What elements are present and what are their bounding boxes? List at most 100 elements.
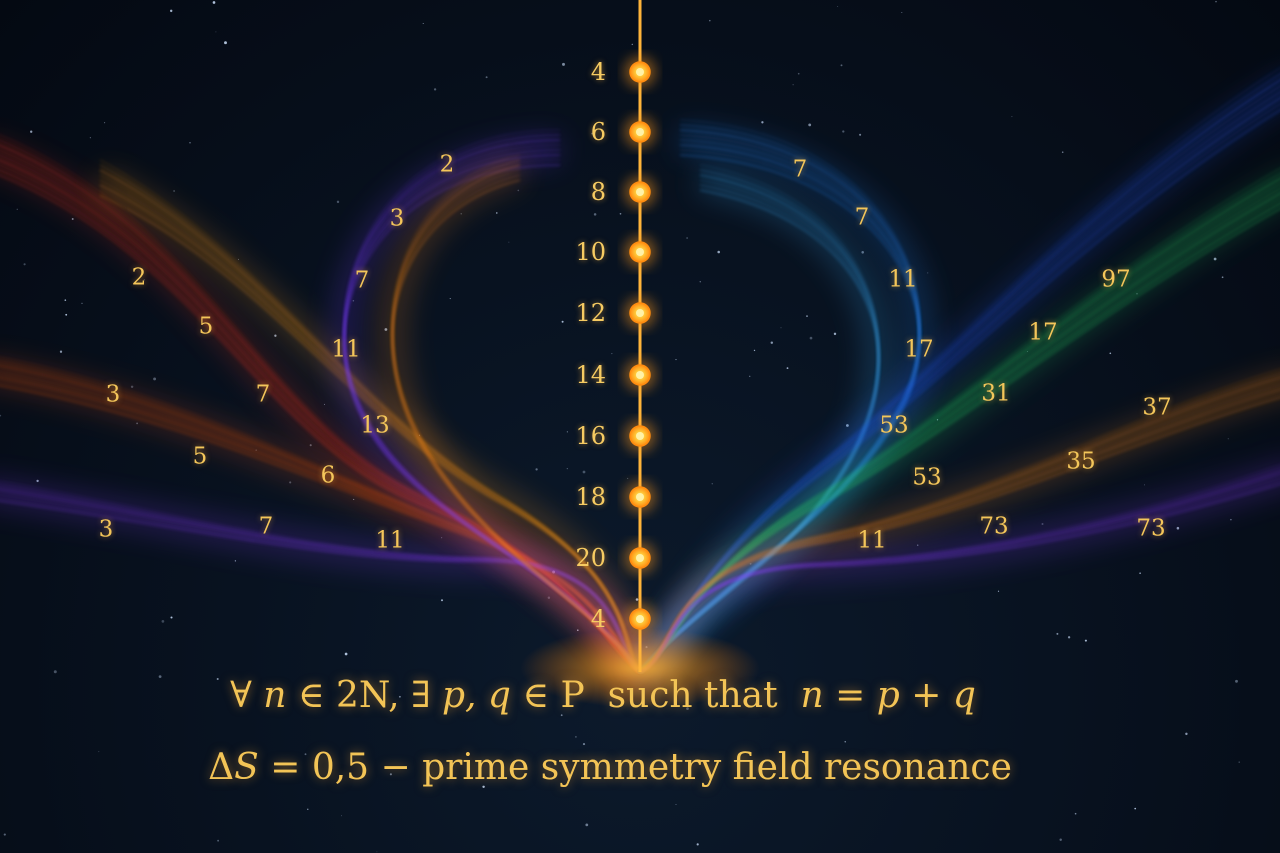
right-prime-label: 73: [1136, 515, 1166, 542]
star: [440, 599, 444, 602]
star: [65, 313, 68, 316]
star: [761, 121, 764, 124]
star: [449, 298, 451, 300]
star: [631, 43, 634, 46]
star: [344, 652, 348, 656]
star: [837, 6, 839, 8]
var-pq: p, q: [441, 675, 511, 716]
star: [170, 616, 173, 619]
resonance-formula: ΔS = 0,5 − prime symmetry field resonanc…: [0, 750, 1250, 786]
left-prime-label: 3: [105, 381, 121, 408]
star: [675, 359, 677, 361]
star: [496, 212, 498, 214]
star: [485, 76, 488, 79]
star: [1067, 636, 1071, 639]
left-prime-label: 11: [375, 527, 405, 554]
star: [336, 200, 340, 204]
star: [797, 72, 800, 75]
star: [1215, 0, 1217, 3]
var-n: n: [800, 675, 824, 716]
star: [1221, 276, 1224, 279]
right-prime-label: 53: [879, 412, 909, 439]
left-prime-label: 7: [354, 267, 370, 294]
star: [833, 332, 837, 336]
star: [460, 213, 462, 215]
axis-number-label: 4: [590, 605, 606, 633]
axis-number-label: 8: [590, 178, 606, 206]
strand-glow: [630, 167, 892, 681]
star: [23, 263, 26, 266]
star: [130, 385, 134, 389]
axis-node-core: [636, 248, 644, 256]
star: [161, 620, 165, 623]
star: [153, 377, 157, 381]
star: [806, 315, 808, 317]
axis-node-core: [636, 188, 644, 196]
left-prime-label: 7: [258, 513, 274, 540]
right-prime-label: 37: [1142, 394, 1172, 421]
formula-part: = 0,5 − prime symmetry field resonance: [258, 747, 1012, 788]
star: [593, 213, 597, 216]
star: [591, 132, 594, 135]
star: [104, 122, 106, 124]
var-q: q: [952, 675, 976, 716]
star: [1084, 639, 1087, 642]
right-prime-label: 73: [979, 513, 1009, 540]
star: [627, 477, 629, 479]
strand-bundle: [379, 154, 651, 680]
star: [842, 130, 845, 133]
star: [1227, 438, 1229, 440]
star: [98, 751, 100, 753]
star: [582, 470, 586, 474]
star: [53, 670, 57, 674]
var-n: n: [263, 675, 287, 716]
star: [535, 468, 538, 471]
axis-node-core: [636, 68, 644, 76]
left-prime-label: 3: [389, 205, 405, 232]
star: [3, 833, 6, 836]
star: [1109, 352, 1112, 355]
star: [566, 431, 568, 433]
var-S: S: [234, 747, 259, 788]
star: [1230, 518, 1232, 521]
star: [1061, 151, 1064, 153]
right-prime-label: 11: [888, 266, 918, 293]
star: [441, 537, 443, 539]
formula-part: ∈ 2N, ∃: [286, 675, 442, 716]
star: [304, 753, 307, 756]
right-prime-label: 53: [912, 464, 942, 491]
star: [189, 142, 191, 144]
star: [562, 62, 565, 66]
star: [517, 189, 520, 192]
star: [844, 741, 846, 743]
right-prime-label: 97: [1101, 266, 1131, 293]
star: [376, 851, 378, 853]
star: [1134, 807, 1137, 810]
star: [234, 560, 237, 562]
star: [1144, 484, 1145, 486]
star: [686, 237, 688, 239]
formula-part: ∈ P such that: [510, 675, 801, 716]
star: [840, 64, 843, 67]
star: [16, 208, 18, 210]
axis-nodes: [624, 56, 656, 635]
star: [64, 299, 67, 301]
star: [1235, 679, 1238, 683]
left-prime-label: 13: [360, 412, 390, 439]
star: [686, 707, 689, 710]
axis-number-label: 10: [575, 238, 606, 266]
star: [340, 815, 342, 817]
left-prime-label: 3: [98, 516, 114, 543]
star: [780, 327, 782, 329]
right-prime-label: 17: [904, 336, 934, 363]
star: [433, 88, 437, 91]
star: [575, 736, 577, 738]
star: [1074, 812, 1077, 815]
star: [792, 84, 794, 86]
strand-fiber: [391, 179, 641, 673]
star: [1041, 523, 1044, 525]
strand-bundle: [630, 164, 892, 681]
star: [36, 479, 39, 483]
forall-symbol: ∀: [230, 675, 252, 716]
